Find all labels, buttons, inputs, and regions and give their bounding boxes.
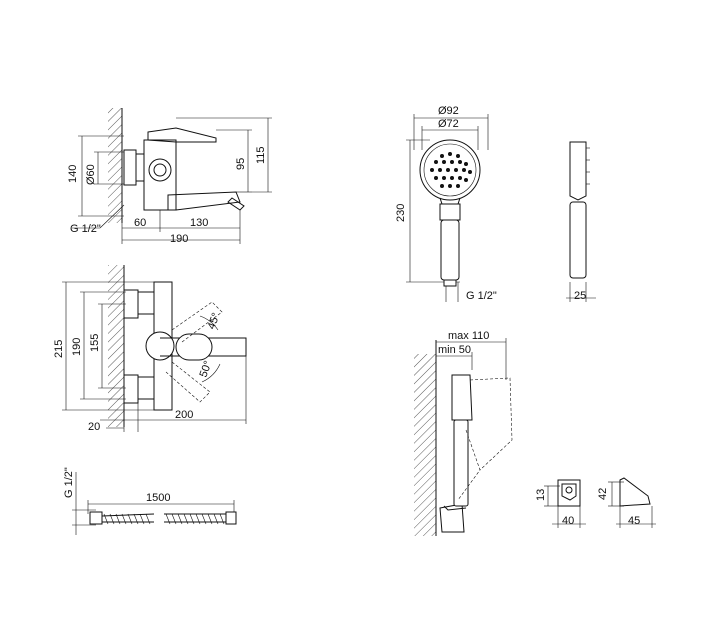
hose-coil — [101, 513, 226, 525]
hose-view: G 1/2" 1500 — [63, 467, 237, 535]
handshower-front-view: Ø92 Ø72 230 G 1/2" — [395, 105, 497, 302]
dim-115: 115 — [255, 146, 267, 164]
dim-20: 20 — [88, 421, 100, 433]
dim-130: 130 — [190, 217, 208, 229]
dim-max-110: max 110 — [448, 330, 489, 342]
dim-diameter-72: Ø72 — [438, 118, 459, 130]
dim-190: 190 — [71, 338, 83, 356]
handle — [440, 219, 460, 281]
dim-handshower-thread: G 1/2" — [466, 290, 497, 302]
dim-25: 25 — [574, 290, 586, 302]
dim-60: 60 — [134, 217, 146, 229]
dim-45: 45 — [628, 515, 640, 527]
dim-hose-thread: G 1/2" — [63, 467, 75, 498]
dim-40: 40 — [562, 515, 574, 527]
dim-95: 95 — [235, 158, 247, 170]
dim-min-50: min 50 — [438, 344, 471, 356]
dim-155: 155 — [89, 334, 101, 352]
dim-190: 190 — [170, 233, 188, 245]
dim-diameter-60: Ø60 — [85, 164, 97, 185]
mixer-side-view: 140 Ø60 95 115 60 130 190 G 1/2" — [67, 108, 272, 245]
wall-hatch — [108, 108, 122, 223]
wall-hatch — [108, 265, 124, 427]
holder-side-view: 42 45 — [597, 477, 656, 528]
dim-thread: G 1/2" — [70, 223, 101, 235]
dim-diameter-92: Ø92 — [438, 105, 459, 117]
dim-angle-50: 50° — [198, 359, 215, 379]
dim-140: 140 — [67, 165, 79, 183]
dim-1500: 1500 — [146, 492, 170, 504]
spray-nozzles — [430, 152, 472, 188]
dim-215: 215 — [53, 340, 65, 358]
dim-13: 13 — [535, 489, 547, 501]
holder-front-view: 13 40 — [535, 479, 586, 528]
dim-angle-45: 45° — [206, 311, 223, 331]
dim-230: 230 — [395, 204, 407, 222]
dim-200: 200 — [175, 409, 193, 421]
handshower-side-view: 25 — [566, 141, 596, 302]
wall-hatch — [414, 354, 436, 536]
holder-install-view: max 110 min 50 — [414, 330, 513, 536]
mixer-top-view: 215 190 155 45° 50° 20 200 — [53, 265, 247, 433]
dim-42: 42 — [597, 488, 609, 500]
